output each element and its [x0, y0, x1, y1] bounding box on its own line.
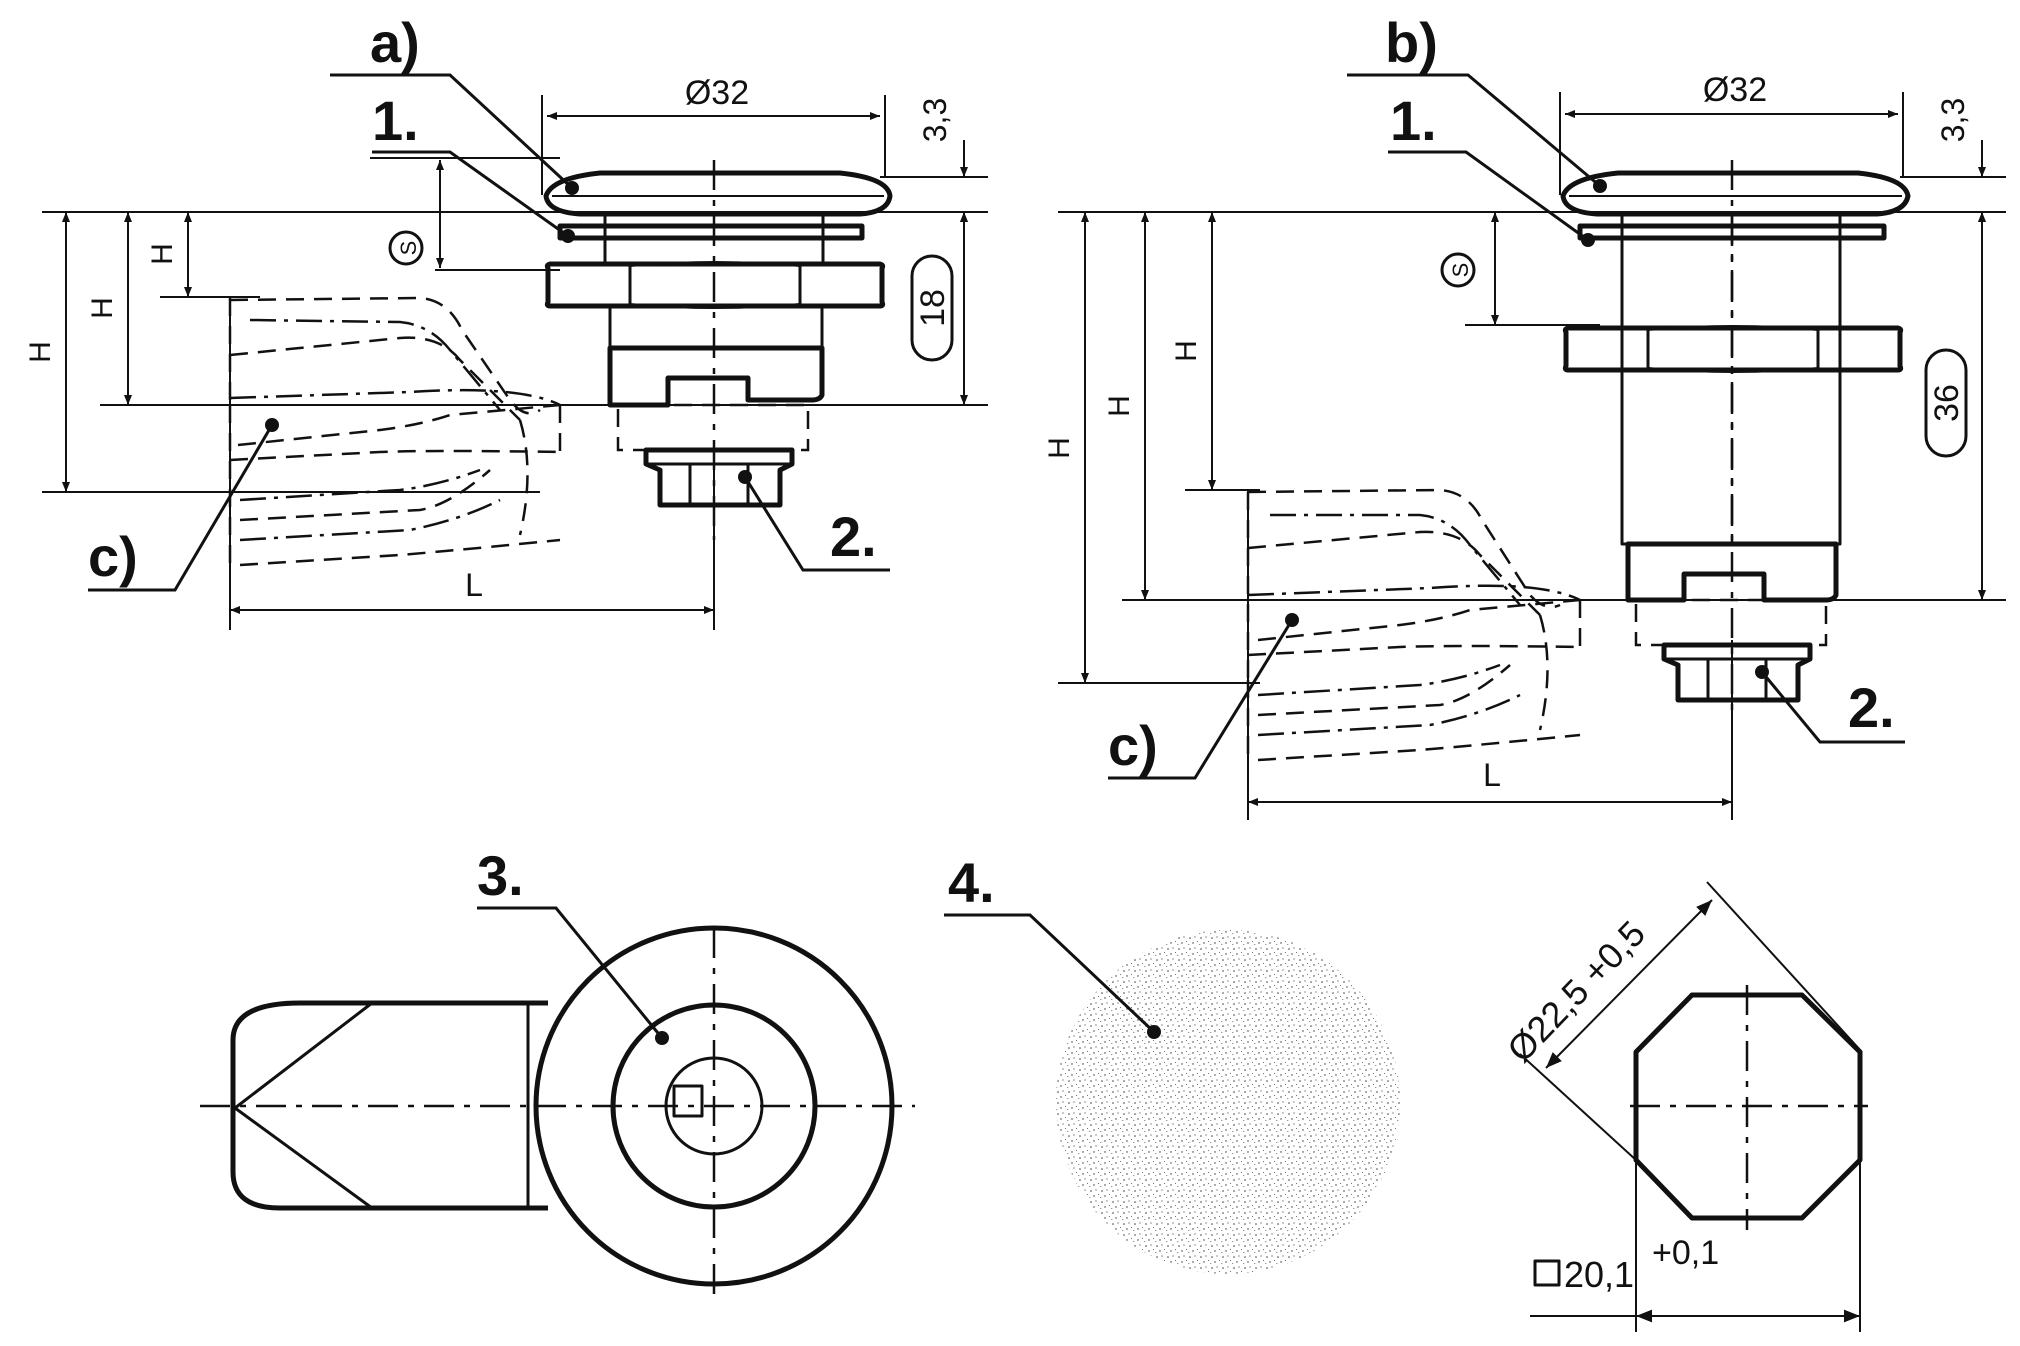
- screw-nut-a: [643, 447, 795, 508]
- dim-h2-text-b: H: [1103, 395, 1136, 417]
- label-cam-c-a: c): [88, 525, 138, 588]
- leader-2-a: [743, 476, 890, 572]
- dim-body-length-box-b: [1924, 348, 1968, 458]
- dim-h1-text-a: H: [146, 243, 179, 265]
- label-part-4: 4.: [948, 851, 995, 914]
- leader-dot-3: [655, 1031, 669, 1045]
- label-part-1-b: 1.: [1390, 89, 1437, 152]
- leader-c-b: [1108, 619, 1294, 780]
- housing-a: [607, 345, 825, 408]
- label-cam-c-b: c): [1108, 714, 1158, 777]
- dim-l-text-b: L: [1483, 757, 1501, 793]
- view-b: Ø32 3,3 36 S H H H L b) 1. c) 2.: [1043, 11, 2006, 820]
- label-variant-a: a): [370, 11, 420, 74]
- dim-head-height-text-b: 3,3: [1935, 98, 1971, 142]
- leader-dot-2-a: [738, 470, 752, 484]
- panel-cutout: Ø22,5 +0,5 20,1 +0,1: [1499, 881, 1868, 1332]
- dim-diameter-text-a: Ø32: [685, 74, 749, 112]
- label-part-2-a: 2.: [830, 505, 877, 568]
- dim-h1-text-b: H: [1170, 340, 1203, 362]
- cam-front-bevel: [234, 1001, 373, 1210]
- part-4-view: 4.: [944, 851, 1400, 1274]
- cutout-dim-diameter-text: Ø22,5 +0,5: [1499, 913, 1653, 1070]
- cutout-ext-1: [1706, 881, 1863, 1053]
- nut-b: [1562, 325, 1904, 373]
- leader-dot-c-a: [265, 418, 279, 432]
- part-4-disc: [1056, 930, 1400, 1274]
- dim-s-circle-a: [388, 230, 424, 266]
- housing-b: [1625, 541, 1839, 603]
- dim-body-length-text-a: 18: [914, 289, 952, 327]
- leader-dot-c-b: [1285, 613, 1299, 627]
- cutout-dim-flat-tol: +0,1: [1652, 1234, 1719, 1272]
- dim-s-text-b: S: [1448, 263, 1473, 278]
- dim-head-height-text-a: 3,3: [917, 98, 953, 142]
- square-symbol-icon: [1533, 1259, 1561, 1287]
- label-part-1-a: 1.: [372, 89, 419, 152]
- leader-a: [330, 73, 574, 190]
- head-b: [1560, 170, 1911, 217]
- leader-2-b: [1760, 671, 1905, 744]
- leader-dot-b: [1593, 179, 1607, 193]
- front-view: 3.: [200, 844, 915, 1300]
- leader-1-b: [1388, 150, 1589, 242]
- label-part-3: 3.: [477, 844, 524, 907]
- dim-h3-text-a: H: [24, 341, 57, 363]
- key-slot: [672, 1084, 704, 1118]
- cutout-ext-2: [1519, 1053, 1637, 1161]
- leader-4: [944, 913, 1156, 1034]
- cutout-dim-flat-text: 20,1: [1564, 1254, 1634, 1295]
- shaft-a: [616, 403, 810, 452]
- dim-l-text-a: L: [465, 567, 483, 603]
- nut-chamfer-b: [1647, 325, 1819, 373]
- dim-s-text-a: S: [396, 241, 421, 256]
- body-lower-a: [608, 304, 824, 350]
- cam-outlines-a: [228, 296, 562, 567]
- leader-dot-2-b: [1755, 665, 1769, 679]
- leader-b: [1347, 73, 1601, 188]
- shaft-b: [1634, 598, 1828, 647]
- nut-a: [544, 261, 886, 309]
- screw-nut-b: [1661, 642, 1813, 703]
- dim-s-circle-b: [1440, 252, 1476, 288]
- cutout-outline: [1633, 992, 1863, 1221]
- leader-1-a: [372, 150, 569, 238]
- leader-dot-1-a: [561, 229, 575, 243]
- view-a: Ø32 3,3 18 S H H H L a) 1. c) 2.: [24, 11, 988, 630]
- dim-body-length-box-a: [910, 254, 954, 362]
- label-part-2-b: 2.: [1848, 676, 1895, 739]
- dim-body-length-text-b: 36: [1928, 384, 1966, 422]
- dim-h3-text-b: H: [1043, 437, 1076, 459]
- cam-outlines-b: [1246, 488, 1582, 762]
- dim-diameter-text-b: Ø32: [1703, 71, 1767, 109]
- leader-c-a: [88, 424, 274, 592]
- cam-front: [230, 1000, 548, 1211]
- leader-3: [477, 906, 664, 1039]
- leader-dot-a: [565, 181, 579, 195]
- leader-dot-1-b: [1581, 233, 1595, 247]
- leader-dot-4: [1147, 1025, 1161, 1039]
- head-a: [543, 170, 893, 217]
- label-variant-b: b): [1385, 11, 1438, 74]
- cutout-dim-diameter: [1545, 899, 1713, 1069]
- dim-h2-text-a: H: [86, 297, 119, 319]
